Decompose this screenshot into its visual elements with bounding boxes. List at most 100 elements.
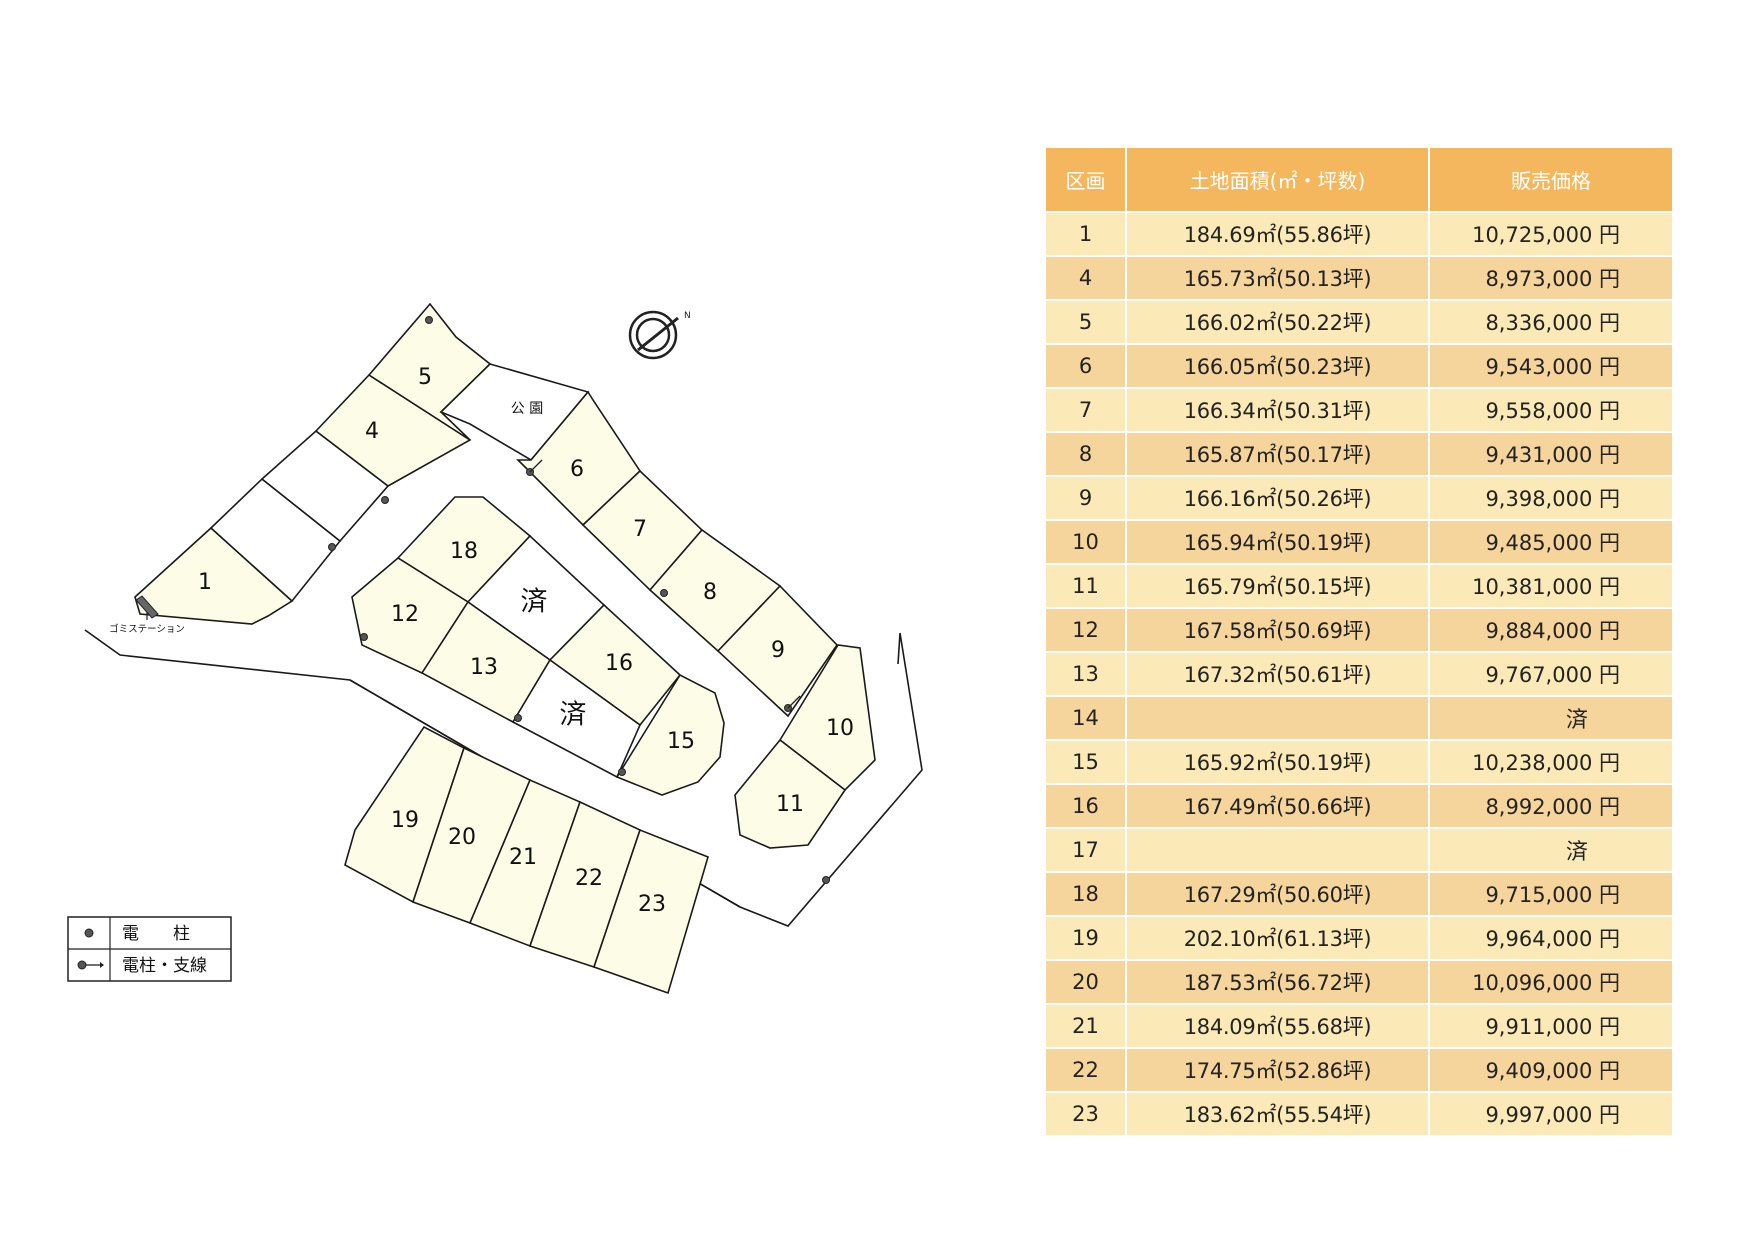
lot-label: 6 <box>570 457 584 482</box>
lot-label: 9 <box>771 638 785 663</box>
cell-price: 9,558,000 円 <box>1429 387 1674 432</box>
cell-area: 166.02㎡(50.22坪) <box>1126 299 1430 344</box>
cell-area: 166.05㎡(50.23坪) <box>1126 343 1430 388</box>
lot-label: 22 <box>575 866 603 891</box>
cell-area: 184.09㎡(55.68坪) <box>1126 1003 1430 1048</box>
utility-pole-icon <box>328 543 336 551</box>
sold-mark: 済 <box>560 700 587 731</box>
cell-area: 165.79㎡(50.15坪) <box>1126 563 1430 608</box>
lot-label: 23 <box>638 892 666 917</box>
lot-label: 21 <box>509 845 537 870</box>
north-label: N <box>684 311 691 321</box>
road-edge-left <box>84 629 923 927</box>
cell-price: 済 <box>1429 695 1674 740</box>
cell-lot: 1 <box>1046 211 1127 256</box>
north-compass-icon: N <box>628 310 691 360</box>
utility-pole-icon <box>84 928 94 938</box>
cell-lot: 8 <box>1046 431 1127 476</box>
cell-area: 166.34㎡(50.31坪) <box>1126 387 1430 432</box>
cell-area: 184.69㎡(55.86坪) <box>1126 211 1430 256</box>
cell-price: 10,096,000 円 <box>1429 959 1674 1004</box>
legend-pole-label: 電 柱 <box>122 924 190 944</box>
cell-lot: 7 <box>1046 387 1127 432</box>
cell-area: 183.62㎡(55.54坪) <box>1126 1091 1430 1135</box>
lot-15-parcel[interactable] <box>615 673 725 796</box>
site-plan-map: 1 4 5 6 7 8 9 10 11 12 13 15 16 18 19 20… <box>67 302 923 995</box>
cell-area: 167.58㎡(50.69坪) <box>1126 607 1430 652</box>
cell-area: 167.49㎡(50.66坪) <box>1126 783 1430 828</box>
cell-lot: 17 <box>1046 827 1127 872</box>
lot-label: 16 <box>605 651 633 676</box>
sold-mark: 済 <box>521 587 548 618</box>
cell-lot: 9 <box>1046 475 1127 520</box>
lot-9-parcel[interactable] <box>716 584 839 718</box>
cell-lot: 15 <box>1046 739 1127 784</box>
table-row[interactable]: 14 済 <box>1046 695 1674 740</box>
cell-area: 202.10㎡(61.13坪) <box>1126 915 1430 960</box>
cell-area: 165.94㎡(50.19坪) <box>1126 519 1430 564</box>
cell-area: 174.75㎡(52.86坪) <box>1126 1047 1430 1092</box>
cell-lot: 20 <box>1046 959 1127 1004</box>
cell-lot: 5 <box>1046 299 1127 344</box>
garbage-station-label: ゴミステーション <box>109 623 185 635</box>
lot-label: 1 <box>198 570 212 595</box>
park-label: 公 園 <box>511 401 543 417</box>
utility-pole-icon <box>822 876 830 884</box>
cell-lot: 21 <box>1046 1003 1127 1048</box>
cell-price: 9,409,000 円 <box>1429 1047 1674 1092</box>
cell-lot: 10 <box>1046 519 1127 564</box>
cell-price: 10,381,000 円 <box>1429 563 1674 608</box>
header-area: 土地面積(㎡・坪数) <box>1126 148 1430 212</box>
lot-label: 18 <box>450 539 478 564</box>
cell-price: 10,725,000 円 <box>1429 211 1674 256</box>
cell-price: 済 <box>1429 827 1674 872</box>
cell-area: 167.29㎡(50.60坪) <box>1126 871 1430 916</box>
cell-price: 8,336,000 円 <box>1429 299 1674 344</box>
lot-label: 8 <box>703 580 717 605</box>
cell-price: 8,973,000 円 <box>1429 255 1674 300</box>
cell-area <box>1126 695 1430 740</box>
legend-pole-guy-label: 電柱・支線 <box>122 956 207 976</box>
cell-price: 9,543,000 円 <box>1429 343 1674 388</box>
cell-price: 9,398,000 円 <box>1429 475 1674 520</box>
cell-price: 9,884,000 円 <box>1429 607 1674 652</box>
table-row[interactable]: 17 済 <box>1046 827 1674 872</box>
lot-19-parcel[interactable] <box>344 725 465 904</box>
lot-14-parcel-sold[interactable] <box>511 658 641 779</box>
lot-label: 5 <box>418 365 432 390</box>
cell-price: 8,992,000 円 <box>1429 783 1674 828</box>
cell-area: 166.16㎡(50.26坪) <box>1126 475 1430 520</box>
cell-price: 9,715,000 円 <box>1429 871 1674 916</box>
cell-lot: 16 <box>1046 783 1127 828</box>
cell-lot: 14 <box>1046 695 1127 740</box>
pole-guy-wire-icon <box>526 459 543 476</box>
utility-pole-icon <box>660 589 668 597</box>
cell-area: 165.87㎡(50.17坪) <box>1126 431 1430 476</box>
lot-11-parcel[interactable] <box>734 738 847 849</box>
cell-price: 9,485,000 円 <box>1429 519 1674 564</box>
cell-area: 165.92㎡(50.19坪) <box>1126 739 1430 784</box>
map-legend: 電 柱 電柱・支線 <box>67 916 232 982</box>
cell-price: 9,431,000 円 <box>1429 431 1674 476</box>
lot-23-parcel[interactable] <box>592 828 709 995</box>
